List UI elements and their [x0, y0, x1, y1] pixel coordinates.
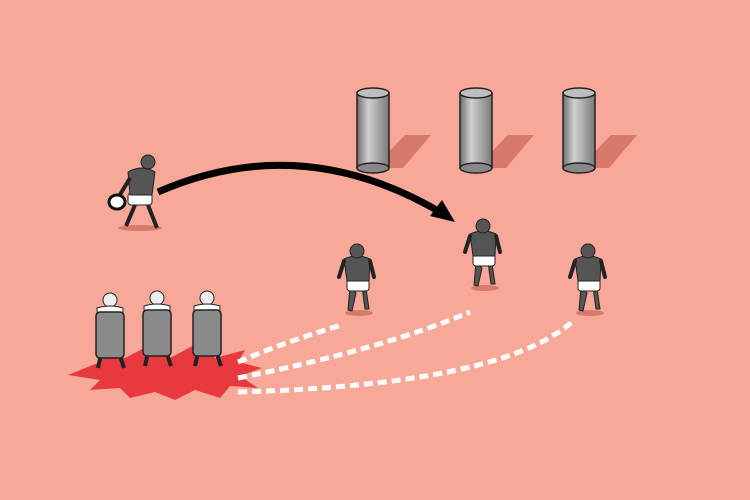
- rugby-ball-icon: [107, 193, 127, 211]
- run-line: [237, 322, 343, 365]
- run-line: [237, 320, 574, 395]
- passer-player: [107, 154, 162, 231]
- run-lines: [237, 309, 574, 395]
- arrow-head-icon: [430, 200, 455, 222]
- pass-arrow: [156, 161, 442, 216]
- run-line: [237, 309, 471, 381]
